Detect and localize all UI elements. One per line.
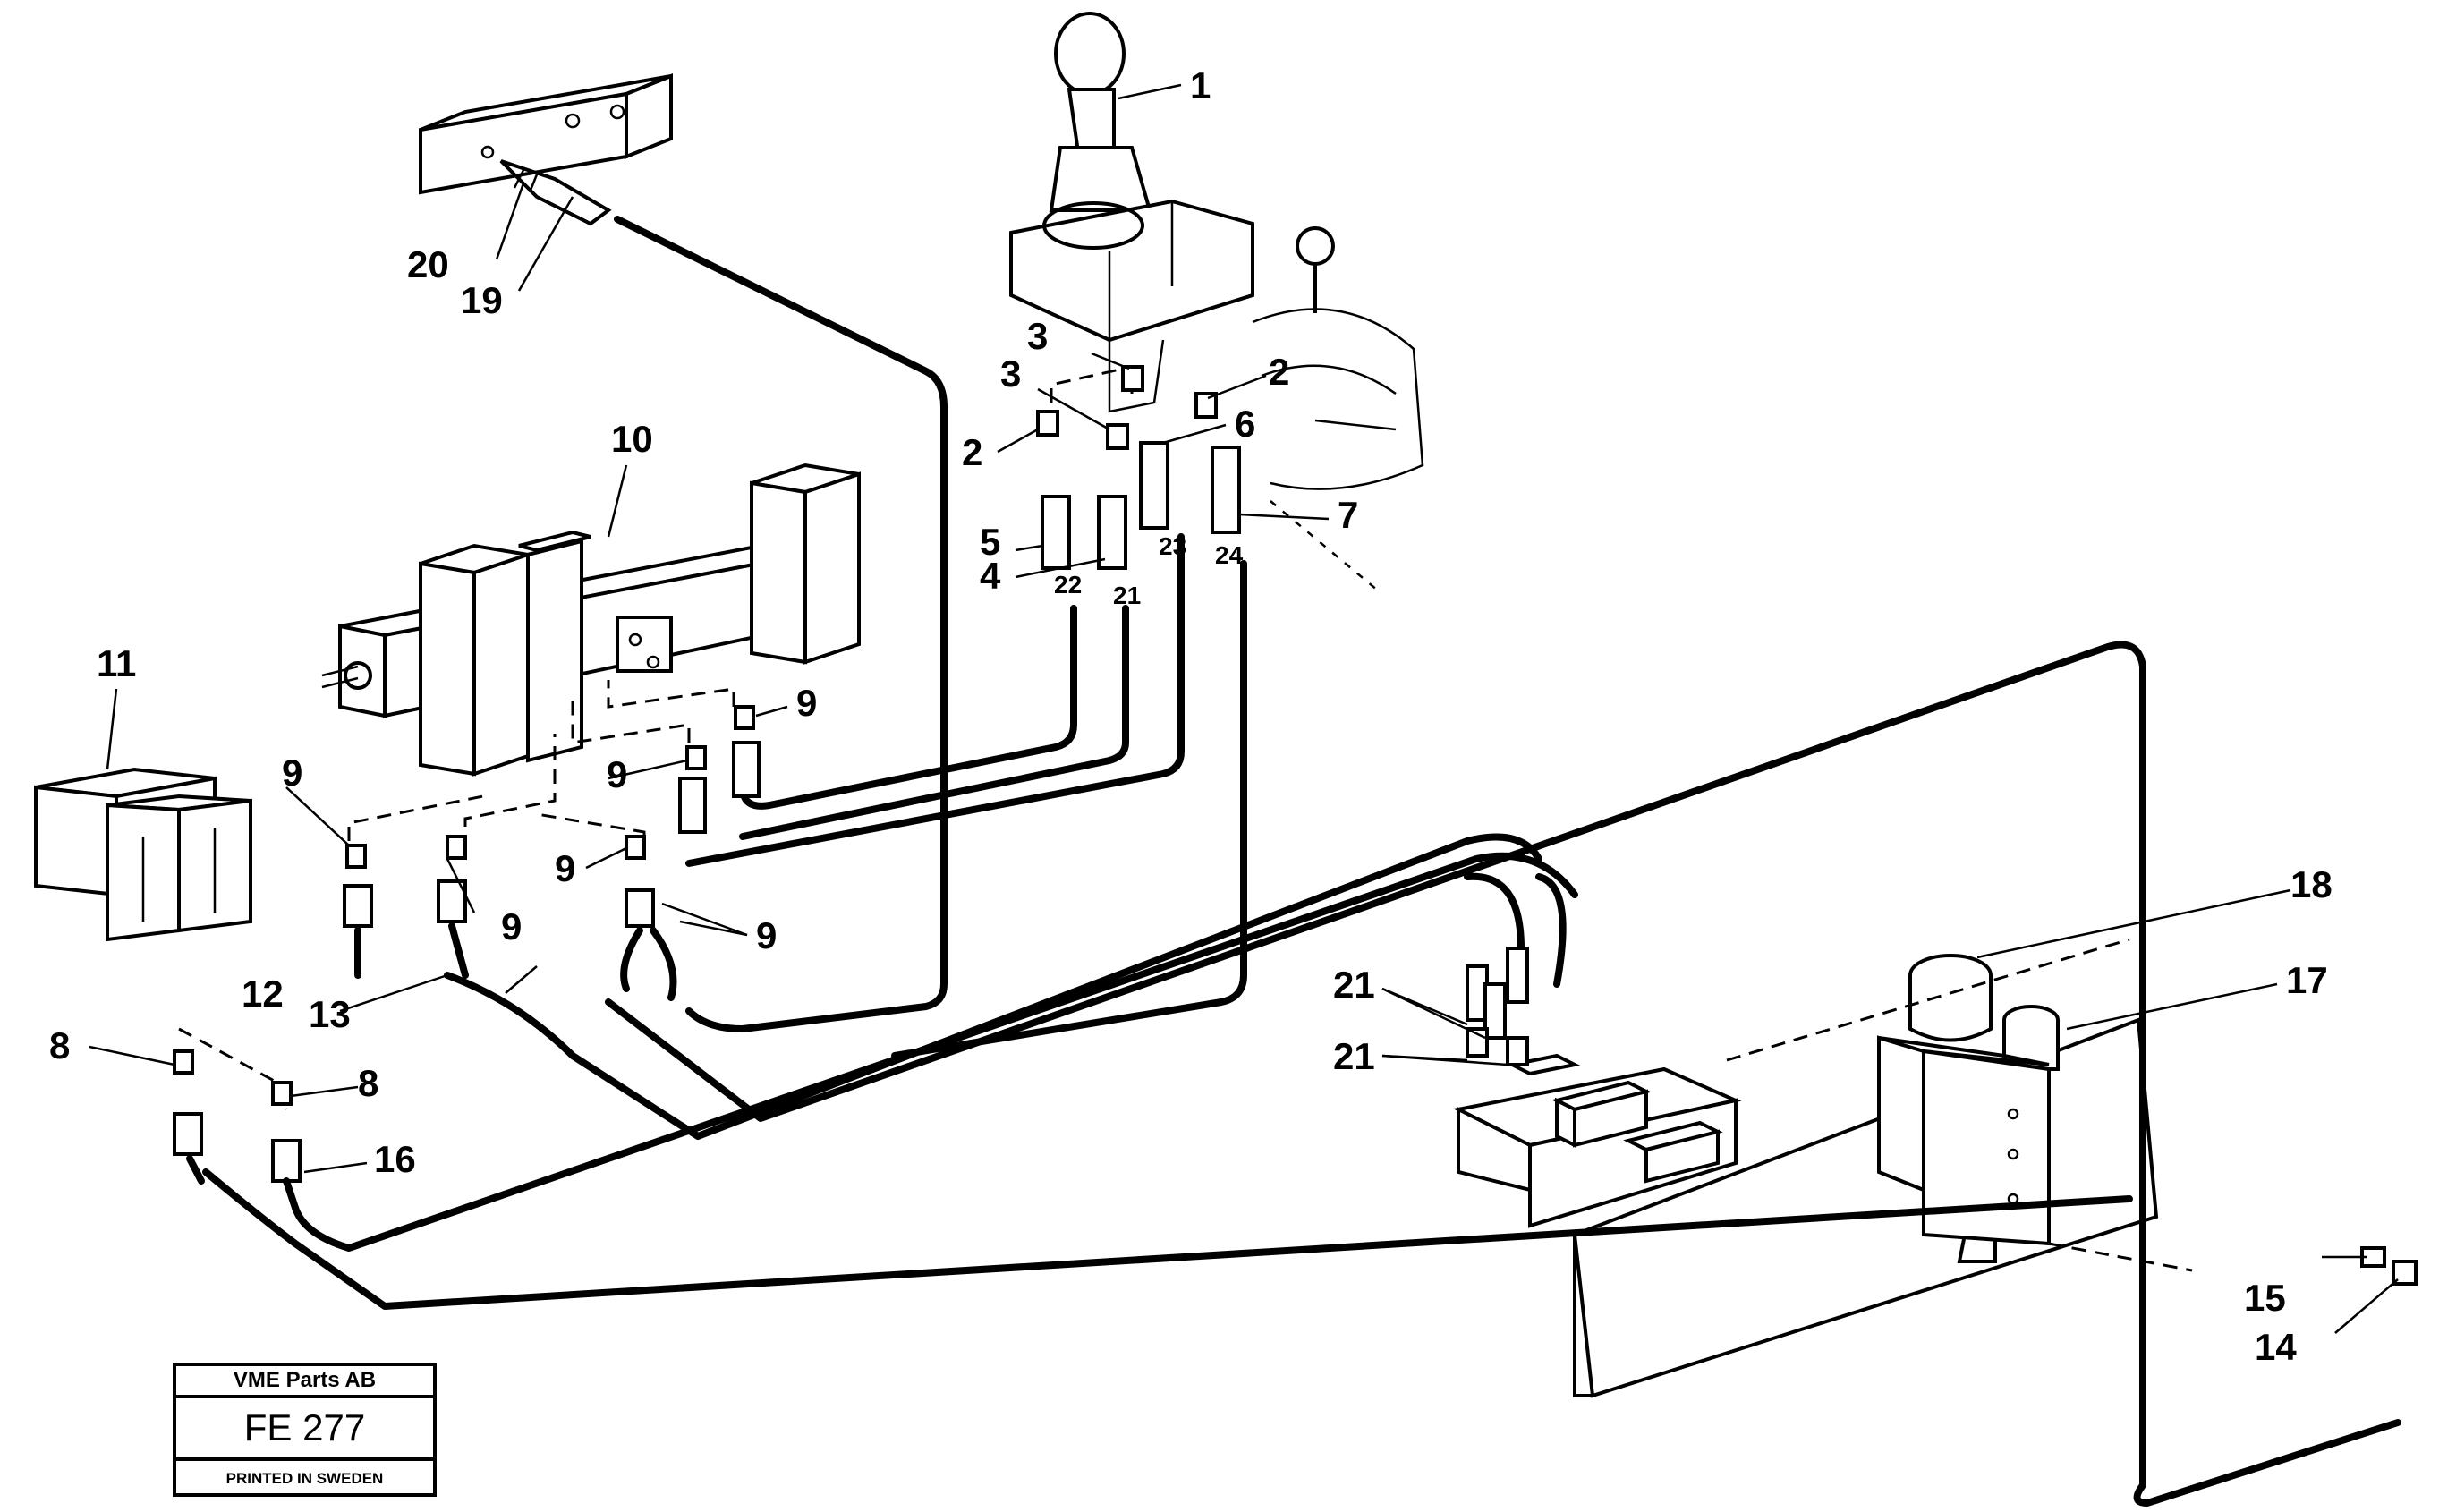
dashed-connections: [178, 365, 2193, 1272]
callout-18: 18: [2290, 863, 2333, 905]
title-block: VME Parts AB FE 277 PRINTED IN SWEDEN: [173, 1363, 437, 1497]
callout-21a: 21: [1333, 964, 1375, 1006]
mounting-bracket: [419, 73, 673, 195]
callout-8a: 8: [49, 1024, 70, 1066]
callout-3b: 3: [1000, 353, 1021, 395]
solenoid-valve-block: [34, 767, 252, 942]
callout-2b: 2: [962, 431, 982, 473]
callout-9c: 9: [282, 752, 302, 794]
callout-11: 11: [97, 642, 136, 684]
callout-8b: 8: [358, 1062, 378, 1104]
callout-16: 16: [374, 1138, 416, 1180]
hose-tag-22: 22: [1054, 571, 1082, 599]
hose-tag-24: 24: [1215, 541, 1244, 569]
callout-17: 17: [2286, 959, 2328, 1001]
callout-2a: 2: [1269, 351, 1289, 393]
callout-9b: 9: [607, 753, 627, 795]
secondary-lever-housing: [1252, 226, 1424, 591]
callout-12: 12: [242, 973, 284, 1015]
sensor-fitting: [499, 159, 612, 226]
callout-7: 7: [1338, 494, 1358, 536]
callout-1: 1: [1190, 64, 1211, 106]
callout-9d: 9: [555, 847, 575, 889]
callout-9a: 9: [796, 682, 817, 724]
callout-9e: 9: [501, 905, 522, 947]
figure-code: FE 277: [176, 1398, 433, 1461]
callout-20: 20: [407, 243, 449, 285]
company-name: VME Parts AB: [176, 1366, 433, 1398]
callout-labels: 1 3 3 2 2 6 7 5 4 22 21 23 24 10 11 20 1…: [49, 64, 2333, 1368]
callout-19: 19: [461, 279, 503, 321]
callout-9f: 9: [756, 914, 777, 956]
pilot-valve-manifold: [1452, 1053, 1742, 1228]
callout-5: 5: [980, 521, 1000, 563]
printed-note: PRINTED IN SWEDEN: [225, 1470, 384, 1487]
control-lever-assembly: [1009, 12, 1254, 413]
hose-tag-21: 21: [1113, 582, 1141, 609]
leader-lines: [89, 83, 2399, 1334]
callout-21b: 21: [1333, 1035, 1375, 1077]
callout-6: 6: [1235, 403, 1255, 445]
control-valve-block: [321, 463, 861, 777]
accumulator-valve: [1877, 954, 2060, 1263]
callout-15: 15: [2244, 1277, 2286, 1319]
hose-tag-23: 23: [1159, 532, 1186, 560]
callout-3a: 3: [1027, 315, 1048, 357]
fittings: [173, 365, 2418, 1286]
callout-4: 4: [980, 555, 1001, 597]
callout-14: 14: [2255, 1326, 2297, 1368]
callout-10: 10: [611, 418, 653, 460]
hydraulic-lines: [202, 216, 2401, 1507]
callout-13: 13: [309, 993, 351, 1035]
